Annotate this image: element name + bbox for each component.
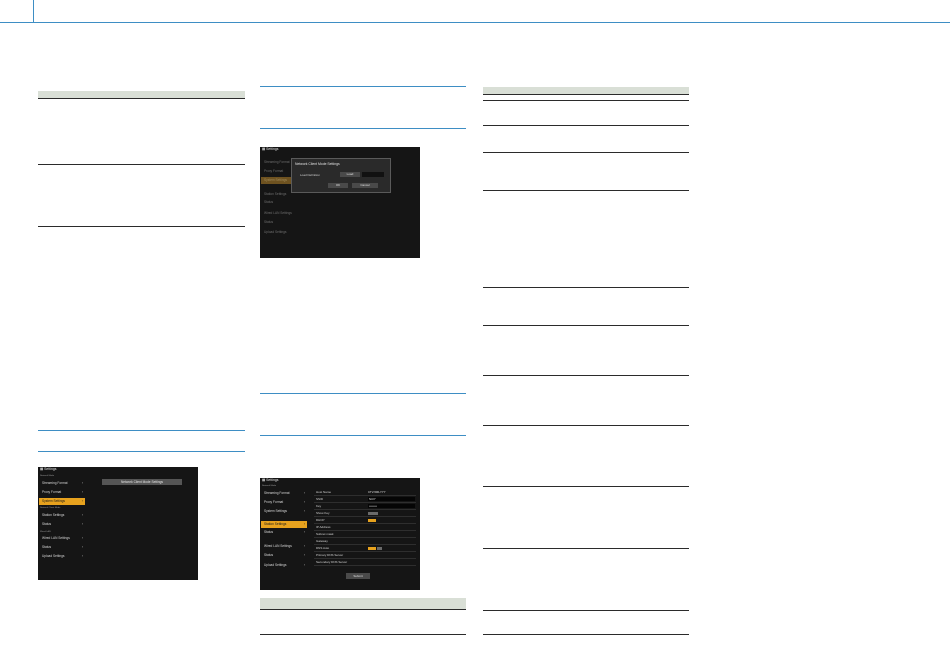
sidebar-item-status-2[interactable]: Status› [264,553,305,557]
section-label: Network Client Mode [40,507,61,509]
section-label: Network Mode [262,485,277,487]
window-title: ▦ Settings [40,467,57,471]
sidebar-item[interactable]: Proxy Format [264,169,284,173]
form-row-dhcp: DHCP [314,517,416,524]
form-row-secondary-dns: Secondary DNS Server [314,559,416,566]
sidebar-item-proxy-format[interactable]: Proxy Format› [42,490,83,494]
divider [483,375,689,376]
divider [483,125,689,126]
ok-button[interactable]: OK [328,183,348,188]
dns-auto-label: DNS Auto [316,546,330,550]
subnet-mask-label: Subnet mask [316,532,334,536]
form-row-ip-address: IP Address [314,524,416,531]
show-key-label: Show Key [316,511,330,515]
form-row-dns-auto: DNS Auto [314,545,416,552]
station-settings-form: Host Name CTV-500-YYY SSID NUIY Key •••••••… [314,489,416,569]
divider [483,325,689,326]
cancel-button[interactable]: Cancel [352,183,378,188]
divider [483,486,689,487]
section-rule [260,128,466,129]
divider [483,287,689,288]
divider [483,610,689,611]
divider [483,425,689,426]
window-title: ▦ Settings [262,478,279,482]
page-header-rule [0,22,950,23]
sidebar-item-wired-lan-settings[interactable]: Wired LAN Settings› [42,536,83,540]
divider [260,634,466,635]
divider [483,634,689,635]
sidebar-item-wired-lan-settings[interactable]: Wired LAN Settings› [264,544,305,548]
host-name-value: CTV-500-YYY [368,490,386,494]
sidebar-item-status-2[interactable]: Status› [42,545,83,549]
gateway-label: Gateway [316,539,328,543]
primary-dns-label: Primary DNS Server [316,553,344,557]
sidebar-item-status[interactable]: Status› [42,522,83,526]
key-field[interactable]: •••••••• [368,504,415,508]
divider [38,226,245,227]
sidebar-item-active[interactable]: System Settings [261,177,307,184]
sidebar-item[interactable]: Station Settings [264,192,287,196]
sidebar-item-status[interactable]: Status› [264,530,305,534]
show-key-toggle[interactable] [368,511,378,515]
divider [483,100,689,101]
divider [483,548,689,549]
sidebar-item[interactable]: Wired LAN Settings [264,211,292,215]
sidebar-item-streaming-format[interactable]: Streaming Format› [42,481,83,485]
settings-screenshot-dialog: ▦ Settings Streaming Format Proxy Format… [260,147,420,258]
sidebar-item[interactable]: Status [264,220,274,224]
table-header-left [38,91,245,99]
section-label: Network Mode [40,475,55,477]
table-header-middle [260,598,466,610]
section-label: Wired LAN [40,531,51,533]
dhcp-label: DHCP [316,518,325,522]
sidebar-item-proxy-format[interactable]: Proxy Format› [264,500,305,504]
form-row-gateway: Gateway [314,538,416,545]
dialog-title: Network Client Mode Settings [295,162,340,166]
section-rule [260,393,466,394]
divider [483,190,689,191]
form-row-subnet-mask: Subnet mask [314,531,416,538]
section-rule [260,86,466,87]
ip-address-label: IP Address [316,525,331,529]
section-rule [38,430,245,431]
sidebar-item[interactable]: Upload Settings [264,230,287,234]
sidebar-item-system-settings[interactable]: System Settings› [39,498,85,505]
section-rule [260,435,466,436]
dhcp-toggle[interactable] [368,518,376,522]
load-definition-field[interactable] [362,172,384,177]
sidebar-item[interactable]: Status [264,200,274,204]
sidebar-item[interactable]: Streaming Format [264,160,290,164]
sidebar-item-streaming-format[interactable]: Streaming Format› [264,491,305,495]
load-button[interactable]: Load [340,172,360,177]
form-row-primary-dns: Primary DNS Server [314,552,416,559]
submit-button[interactable]: Submit [346,573,370,579]
network-client-mode-settings-button[interactable]: Network Client Mode Settings [102,479,182,485]
settings-screenshot-system: ▦ Settings Network Mode Streaming Format… [38,467,198,580]
section-rule [38,451,245,452]
divider [483,152,689,153]
table-header-right [483,87,689,95]
load-definition-label: Load Definition [300,173,321,177]
form-row-host-name: Host Name CTV-500-YYY [314,489,416,496]
key-label: Key [316,504,322,508]
ssid-label: SSID [316,497,324,501]
host-name-label: Host Name [316,490,332,494]
page-header-tab [0,0,34,22]
sidebar-item-station-settings[interactable]: Station Settings› [261,521,307,528]
dns-auto-toggle-off[interactable] [377,546,382,550]
ssid-field[interactable]: NUIY [368,497,415,501]
sidebar-item-upload-settings[interactable]: Upload Settings› [264,563,305,567]
dns-auto-toggle[interactable] [368,546,376,550]
network-client-mode-dialog: Network Client Mode Settings Load Defini… [291,158,391,193]
sidebar-item-station-settings[interactable]: Station Settings› [42,513,83,517]
secondary-dns-label: Secondary DNS Server [316,560,348,564]
divider [38,164,245,165]
form-row-show-key: Show Key [314,510,416,517]
form-row-key: Key •••••••• [314,503,416,510]
window-title: ▦ Settings [262,147,279,151]
sidebar-item-system-settings[interactable]: System Settings› [264,509,305,513]
settings-screenshot-station: ▦ Settings Network Mode Streaming Format… [260,478,420,590]
form-row-ssid: SSID NUIY [314,496,416,503]
sidebar-item-upload-settings[interactable]: Upload Settings› [42,554,83,558]
